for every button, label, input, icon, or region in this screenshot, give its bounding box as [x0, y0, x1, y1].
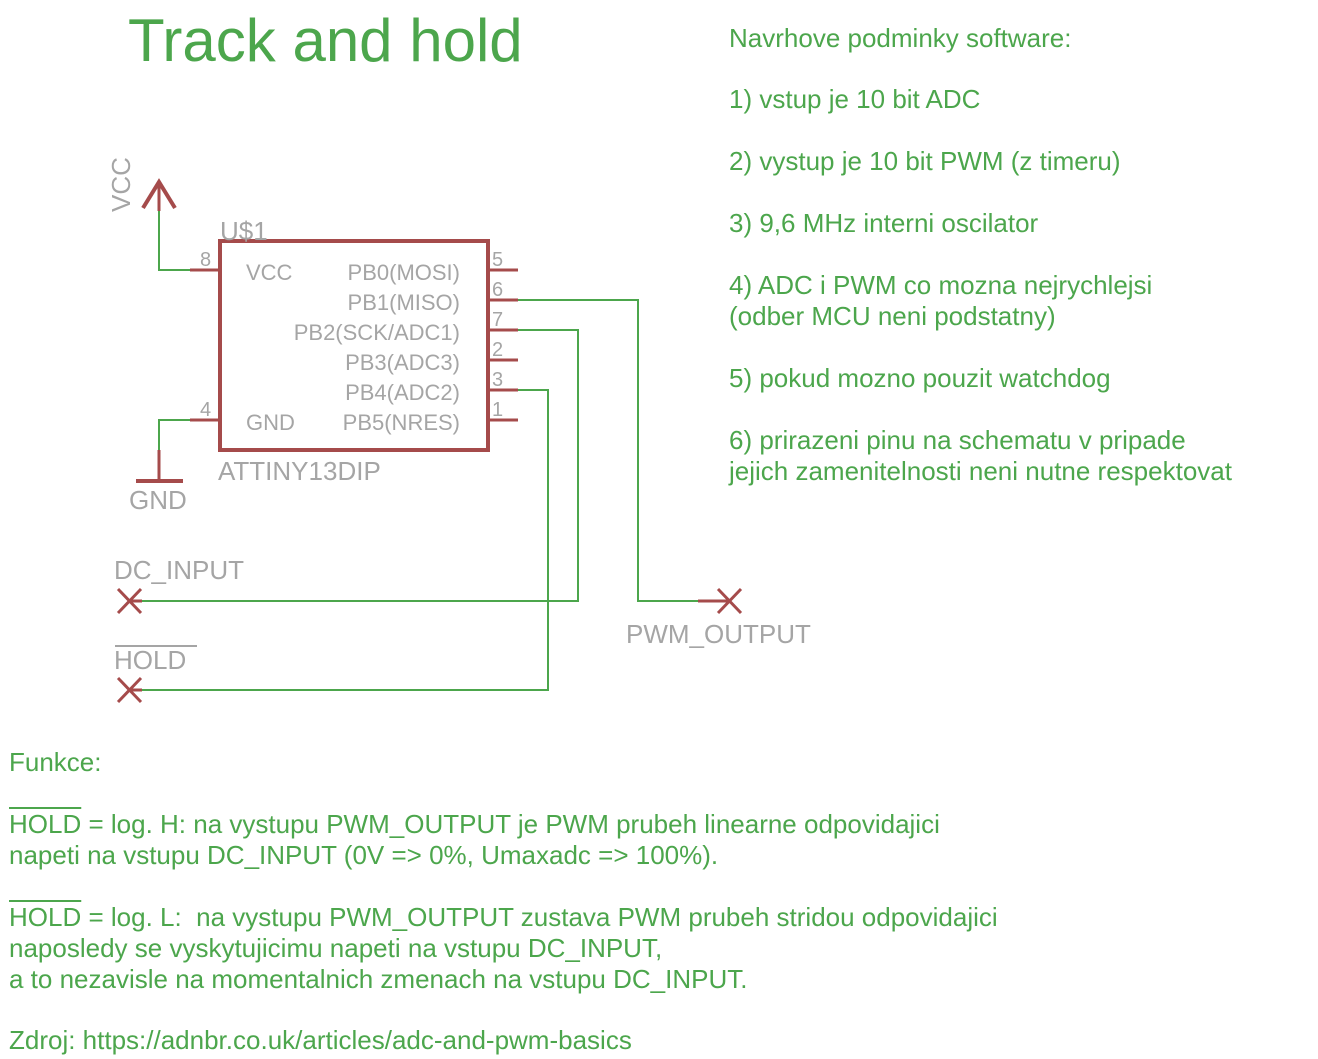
hold-low-text: = log. L: na vystupu PWM_OUTPUT zustava … — [9, 902, 998, 994]
requirement-item-3: 3) 9,6 MHz interni oscilator — [729, 208, 1039, 238]
pin-label-pb5-nres: PB5(NRES) — [343, 410, 460, 435]
hold-high-text: = log. H: na vystupu PWM_OUTPUT je PWM p… — [9, 809, 940, 870]
gnd-net-wire — [158, 419, 190, 450]
hold-net-wire — [140, 389, 549, 691]
dc-input-net-wire — [140, 329, 579, 602]
dc-input-label: DC_INPUT — [114, 555, 244, 585]
pin-number-3: 3 — [492, 369, 503, 391]
pin-number-6: 6 — [492, 279, 503, 301]
pwm-output-x-marker-icon — [716, 587, 743, 615]
pin-label-vcc: VCC — [246, 260, 293, 285]
pwm-output-label: PWM_OUTPUT — [626, 619, 811, 649]
hold-low-signal: HOLD — [9, 902, 82, 932]
pin-number-2: 2 — [492, 339, 503, 361]
hold-high-description: HOLD = log. H: na vystupu PWM_OUTPUT je … — [9, 809, 940, 871]
requirement-item-5: 5) pokud mozno pouzit watchdog — [729, 363, 1111, 393]
pin-number-7: 7 — [492, 309, 503, 331]
requirement-item-2: 2) vystup je 10 bit PWM (z timeru) — [729, 146, 1121, 176]
source-link[interactable]: Zdroj: https://adnbr.co.uk/articles/adc-… — [9, 1025, 632, 1055]
requirements-heading: Navrhove podminky software: — [729, 23, 1072, 53]
requirement-item-1: 1) vstup je 10 bit ADC — [729, 84, 981, 114]
pin-label-gnd: GND — [246, 410, 295, 435]
requirement-item-4: 4) ADC i PWM co mozna nejrychlejsi (odbe… — [729, 270, 1153, 331]
hold-label: HOLD — [114, 645, 186, 675]
component-name: U$1 — [220, 216, 268, 246]
dc-input-x-marker-icon — [116, 587, 143, 615]
vcc-supply-symbol: VCC — [106, 157, 177, 212]
vcc-supply-label: VCC — [106, 157, 136, 212]
pin-label-pb4-adc2: PB4(ADC2) — [345, 380, 460, 405]
diagram-title: Track and hold — [128, 7, 523, 74]
hold-high-signal: HOLD — [9, 809, 82, 839]
pin-number-5: 5 — [492, 249, 503, 271]
hold-port: HOLD — [114, 645, 197, 704]
hold-low-description: HOLD = log. L: na vystupu PWM_OUTPUT zus… — [9, 902, 998, 995]
pwm-output-net-wire — [518, 299, 710, 602]
pin-number-1: 1 — [492, 399, 503, 421]
vcc-net-wire — [158, 211, 190, 271]
gnd-supply-symbol: GND — [129, 450, 187, 515]
hold-x-marker-icon — [116, 676, 143, 704]
component-value: ATTINY13DIP — [218, 456, 381, 486]
component-body — [218, 239, 490, 452]
gnd-supply-label: GND — [129, 485, 187, 515]
pin-label-pb3-adc3: PB3(ADC3) — [345, 350, 460, 375]
pin-label-pb0-mosi: PB0(MOSI) — [348, 260, 460, 285]
pin-number-8: 8 — [200, 249, 211, 271]
pin-label-pb1-miso: PB1(MISO) — [348, 290, 460, 315]
pin-number-4: 4 — [200, 399, 211, 421]
pin-label-pb2-sck-adc1: PB2(SCK/ADC1) — [294, 320, 460, 345]
function-heading: Funkce: — [9, 747, 102, 777]
dc-input-port: DC_INPUT — [114, 555, 244, 615]
requirement-item-6: 6) prirazeni pinu na schematu v pripade … — [729, 425, 1232, 486]
pwm-output-port: PWM_OUTPUT — [626, 587, 811, 649]
